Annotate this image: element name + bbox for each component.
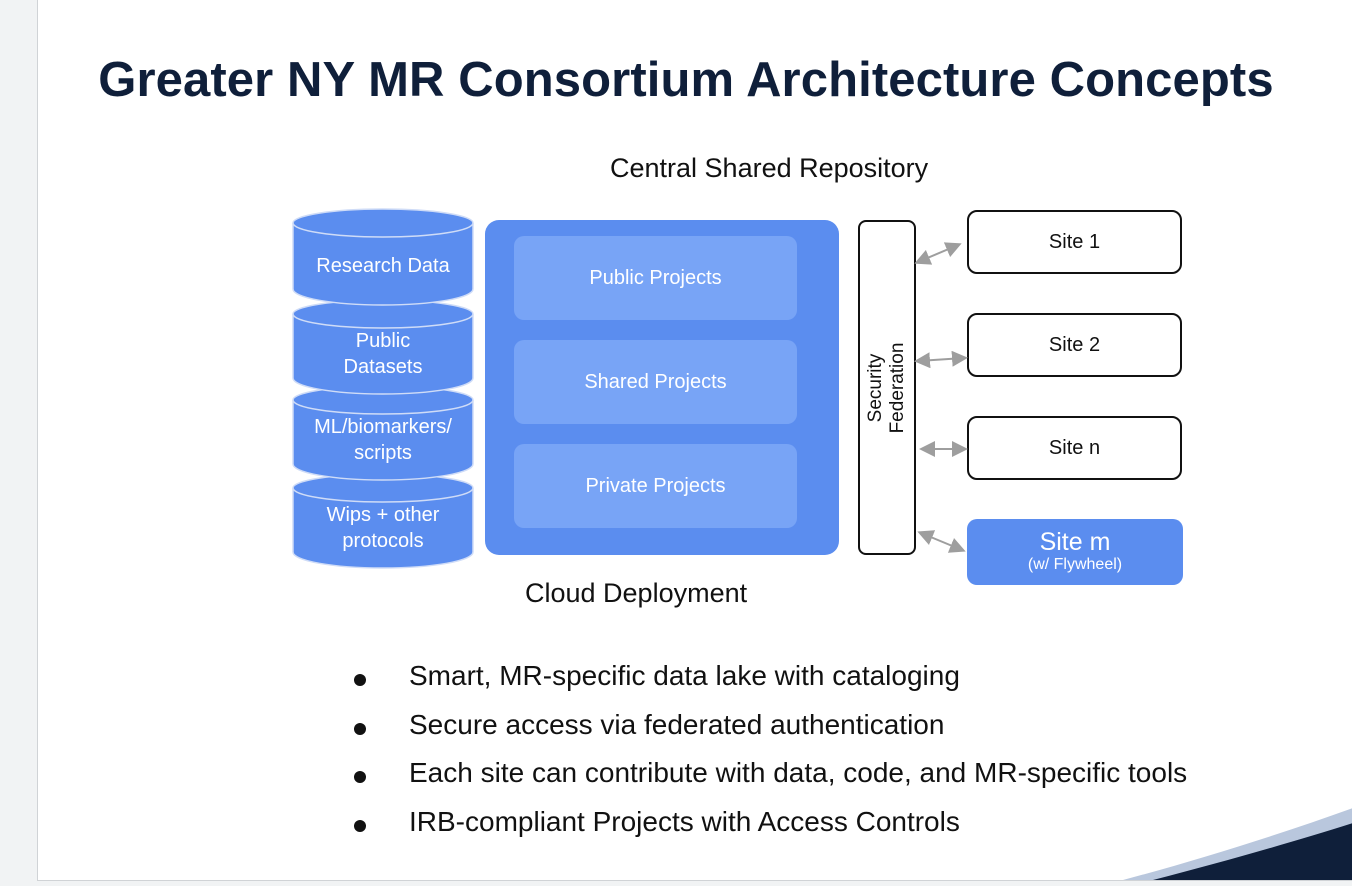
security-federation-box: Security Federation: [858, 220, 916, 555]
repository-label: Central Shared Repository: [610, 153, 929, 183]
site-m-sublabel: (w/ Flywheel): [1027, 556, 1123, 573]
bullet-text: Secure access via federated authenticati…: [409, 708, 945, 740]
bullet-dot-icon: [354, 722, 366, 735]
site-m-label: Site m: [1039, 528, 1111, 556]
site-n-box: Site n: [967, 416, 1182, 480]
public-projects-box: Public Projects: [514, 236, 797, 320]
slide: Greater NY MR Consortium Architecture Co…: [37, 0, 1352, 881]
bullet-list: Smart, MR-specific data lake with catalo…: [351, 660, 1187, 854]
site-m-box: Site m (w/ Flywheel): [967, 519, 1183, 585]
database-research-data: Research Data: [292, 207, 474, 307]
bullet-dot-icon: [354, 819, 366, 832]
arrow-site-1: [914, 242, 962, 265]
cloud-deployment-block: Public Projects Shared Projects Private …: [485, 220, 839, 555]
bullet-text: Smart, MR-specific data lake with catalo…: [409, 660, 960, 691]
page-title: Greater NY MR Consortium Architecture Co…: [98, 53, 1274, 107]
bullet-item: Secure access via federated authenticati…: [351, 709, 1187, 758]
bullet-dot-icon: [354, 674, 366, 686]
bullet-dot-icon: [354, 771, 366, 783]
database-ml-scripts: ML/biomarkers/ scripts: [292, 384, 474, 484]
arrow-site-m: [917, 530, 966, 553]
database-cylinder-icon: [292, 299, 474, 395]
database-label-line: ML/biomarkers/: [314, 416, 452, 438]
decorative-corner-swoosh: [1123, 808, 1352, 880]
cloud-deployment-label: Cloud Deployment: [525, 578, 748, 608]
database-label-line: Research Data: [316, 255, 450, 277]
database-label-line: Public: [355, 330, 411, 352]
database-public-datasets: Public Datasets: [292, 298, 474, 398]
bullet-item: Each site can contribute with data, code…: [351, 757, 1187, 806]
database-cylinder-icon: [292, 385, 474, 481]
bullet-text: Each site can contribute with data, code…: [409, 757, 1188, 788]
connector-arrows: [914, 242, 968, 553]
database-label-line: scripts: [354, 442, 412, 464]
bullet-item: IRB-compliant Projects with Access Contr…: [351, 806, 1187, 855]
site-1-box: Site 1: [967, 210, 1182, 274]
arrow-site-2: [914, 350, 968, 369]
bullet-item: Smart, MR-specific data lake with catalo…: [351, 660, 1187, 709]
database-cylinder-icon: [292, 208, 474, 306]
database-label-line: Datasets: [343, 356, 423, 378]
site-2-box: Site 2: [967, 313, 1182, 377]
shared-projects-box: Shared Projects: [514, 340, 797, 424]
bullet-text: IRB-compliant Projects with Access Contr…: [409, 805, 960, 837]
private-projects-box: Private Projects: [514, 444, 797, 528]
database-label-line: Wips + other: [326, 504, 440, 526]
database-label-line: protocols: [342, 530, 424, 552]
